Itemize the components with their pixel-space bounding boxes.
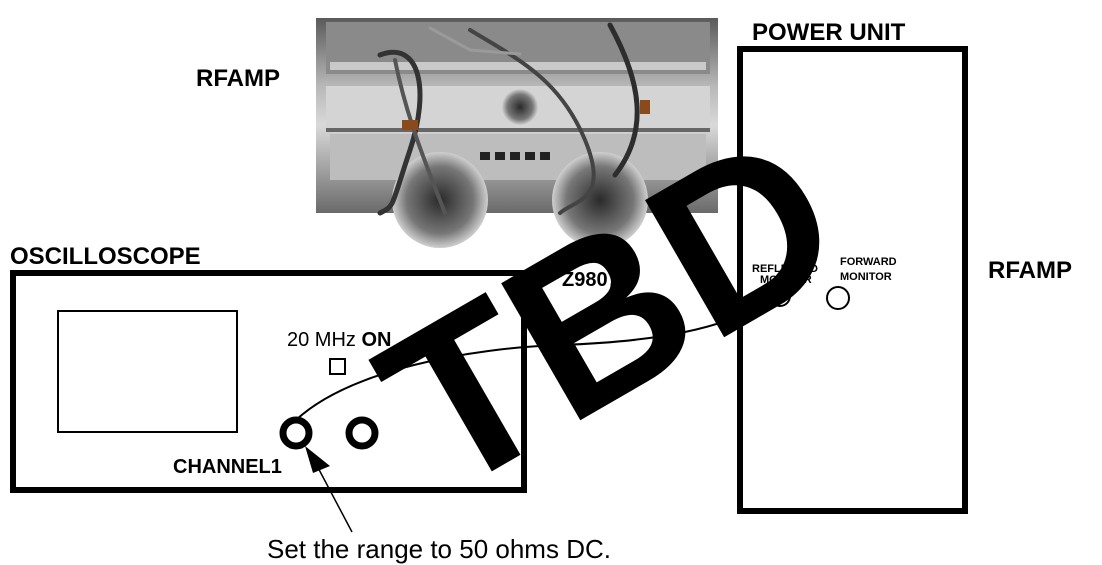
rack-panel-buttons-icon xyxy=(480,152,550,160)
channel1-connector-icon[interactable] xyxy=(279,416,313,450)
oscilloscope: 20 MHz ON CHANNEL1 xyxy=(10,270,527,493)
power-unit: REFLECTED MONITOR FORWARD MONITOR xyxy=(737,46,968,514)
probe-cable xyxy=(295,295,776,421)
reflected-monitor-label-line2: MONITOR xyxy=(760,274,812,286)
rack-cables-icon xyxy=(377,22,640,216)
bandwidth-limit-on-label: ON xyxy=(361,329,391,351)
power-unit-label: POWER UNIT xyxy=(752,19,906,46)
rack-right-fan-icon xyxy=(552,152,648,248)
oscilloscope-screen xyxy=(57,310,238,433)
reflected-monitor-port-icon[interactable] xyxy=(769,285,791,307)
forward-monitor-port-icon[interactable] xyxy=(826,286,850,310)
callout-arrow xyxy=(305,446,353,533)
z9807p-label: Z9807P xyxy=(562,269,632,291)
forward-monitor-label-line2: MONITOR xyxy=(840,271,892,283)
channel1-label: CHANNEL1 xyxy=(173,456,282,478)
reflected-monitor-label-line1: REFLECTED xyxy=(752,263,818,275)
oscilloscope-box xyxy=(10,270,527,493)
rack-center-fan-icon xyxy=(502,89,538,125)
oscilloscope-label: OSCILLOSCOPE xyxy=(10,243,201,270)
bandwidth-limit-label: 20 MHz ON xyxy=(287,329,391,351)
forward-monitor-label-line1: FORWARD xyxy=(840,256,897,268)
range-setting-note: Set the range to 50 ohms DC. xyxy=(267,534,611,564)
rfamp-right-label: RFAMP xyxy=(988,257,1072,284)
channel2-connector-icon[interactable] xyxy=(345,416,379,450)
bandwidth-limit-checkbox-icon[interactable] xyxy=(329,358,346,375)
rfamp-top-label: RFAMP xyxy=(196,65,280,92)
rf-amplifier-rack-photo xyxy=(316,18,718,248)
power-unit-box xyxy=(737,46,968,514)
